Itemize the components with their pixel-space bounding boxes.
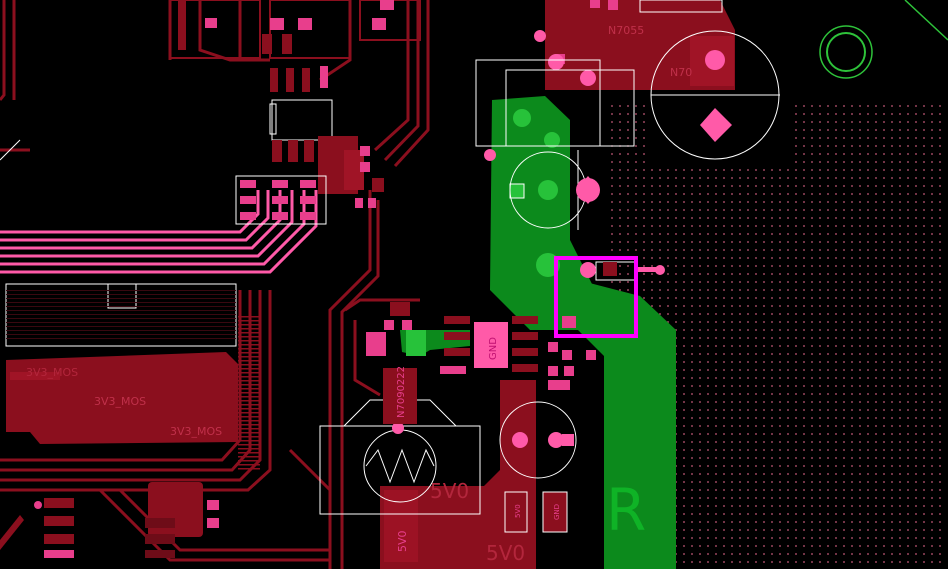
gnd-small-label: GND: [553, 504, 561, 520]
mos-label-2: 3V3_MOS: [94, 395, 146, 408]
pwr-big-r: R: [606, 476, 646, 544]
mos-label-3: 3V3_MOS: [170, 425, 222, 438]
5v0-label-c: 5V0: [486, 541, 525, 565]
resistor-array[interactable]: [235, 175, 327, 225]
5v0-small-label: 5V0: [514, 504, 522, 518]
ic-package-top[interactable]: [271, 99, 384, 208]
component-pads-top[interactable]: [178, 0, 394, 92]
fiducial-mark: [819, 0, 948, 79]
5v0-label-a: 5V0: [396, 530, 409, 552]
ref-n7055: N7055: [608, 24, 644, 37]
gnd-copper-pour[interactable]: R: [400, 96, 676, 569]
mos-label-1: 3V3_MOS: [26, 366, 78, 379]
5v0-label-big: 5V0: [430, 479, 469, 503]
pink-pads-mid[interactable]: [392, 30, 665, 448]
bus-traces-left: [0, 190, 318, 274]
gnd-pad-label: GND: [488, 337, 499, 360]
ref-n70: N70: [670, 66, 692, 79]
n7090222-component[interactable]: N7090222: [383, 366, 417, 424]
gnd-pads[interactable]: [509, 109, 560, 277]
connector-pins: [6, 290, 260, 470]
ref-n7090222: N7090222: [396, 366, 407, 418]
top-right-copper[interactable]: N7055 N70: [545, 0, 735, 142]
gnd-ic-package[interactable]: GND: [366, 302, 596, 390]
bottom-left-components[interactable]: [0, 482, 219, 558]
selection-highlight[interactable]: [554, 256, 638, 338]
mos-copper-pour[interactable]: 3V3_MOS 3V3_MOS 3V3_MOS: [6, 352, 238, 444]
